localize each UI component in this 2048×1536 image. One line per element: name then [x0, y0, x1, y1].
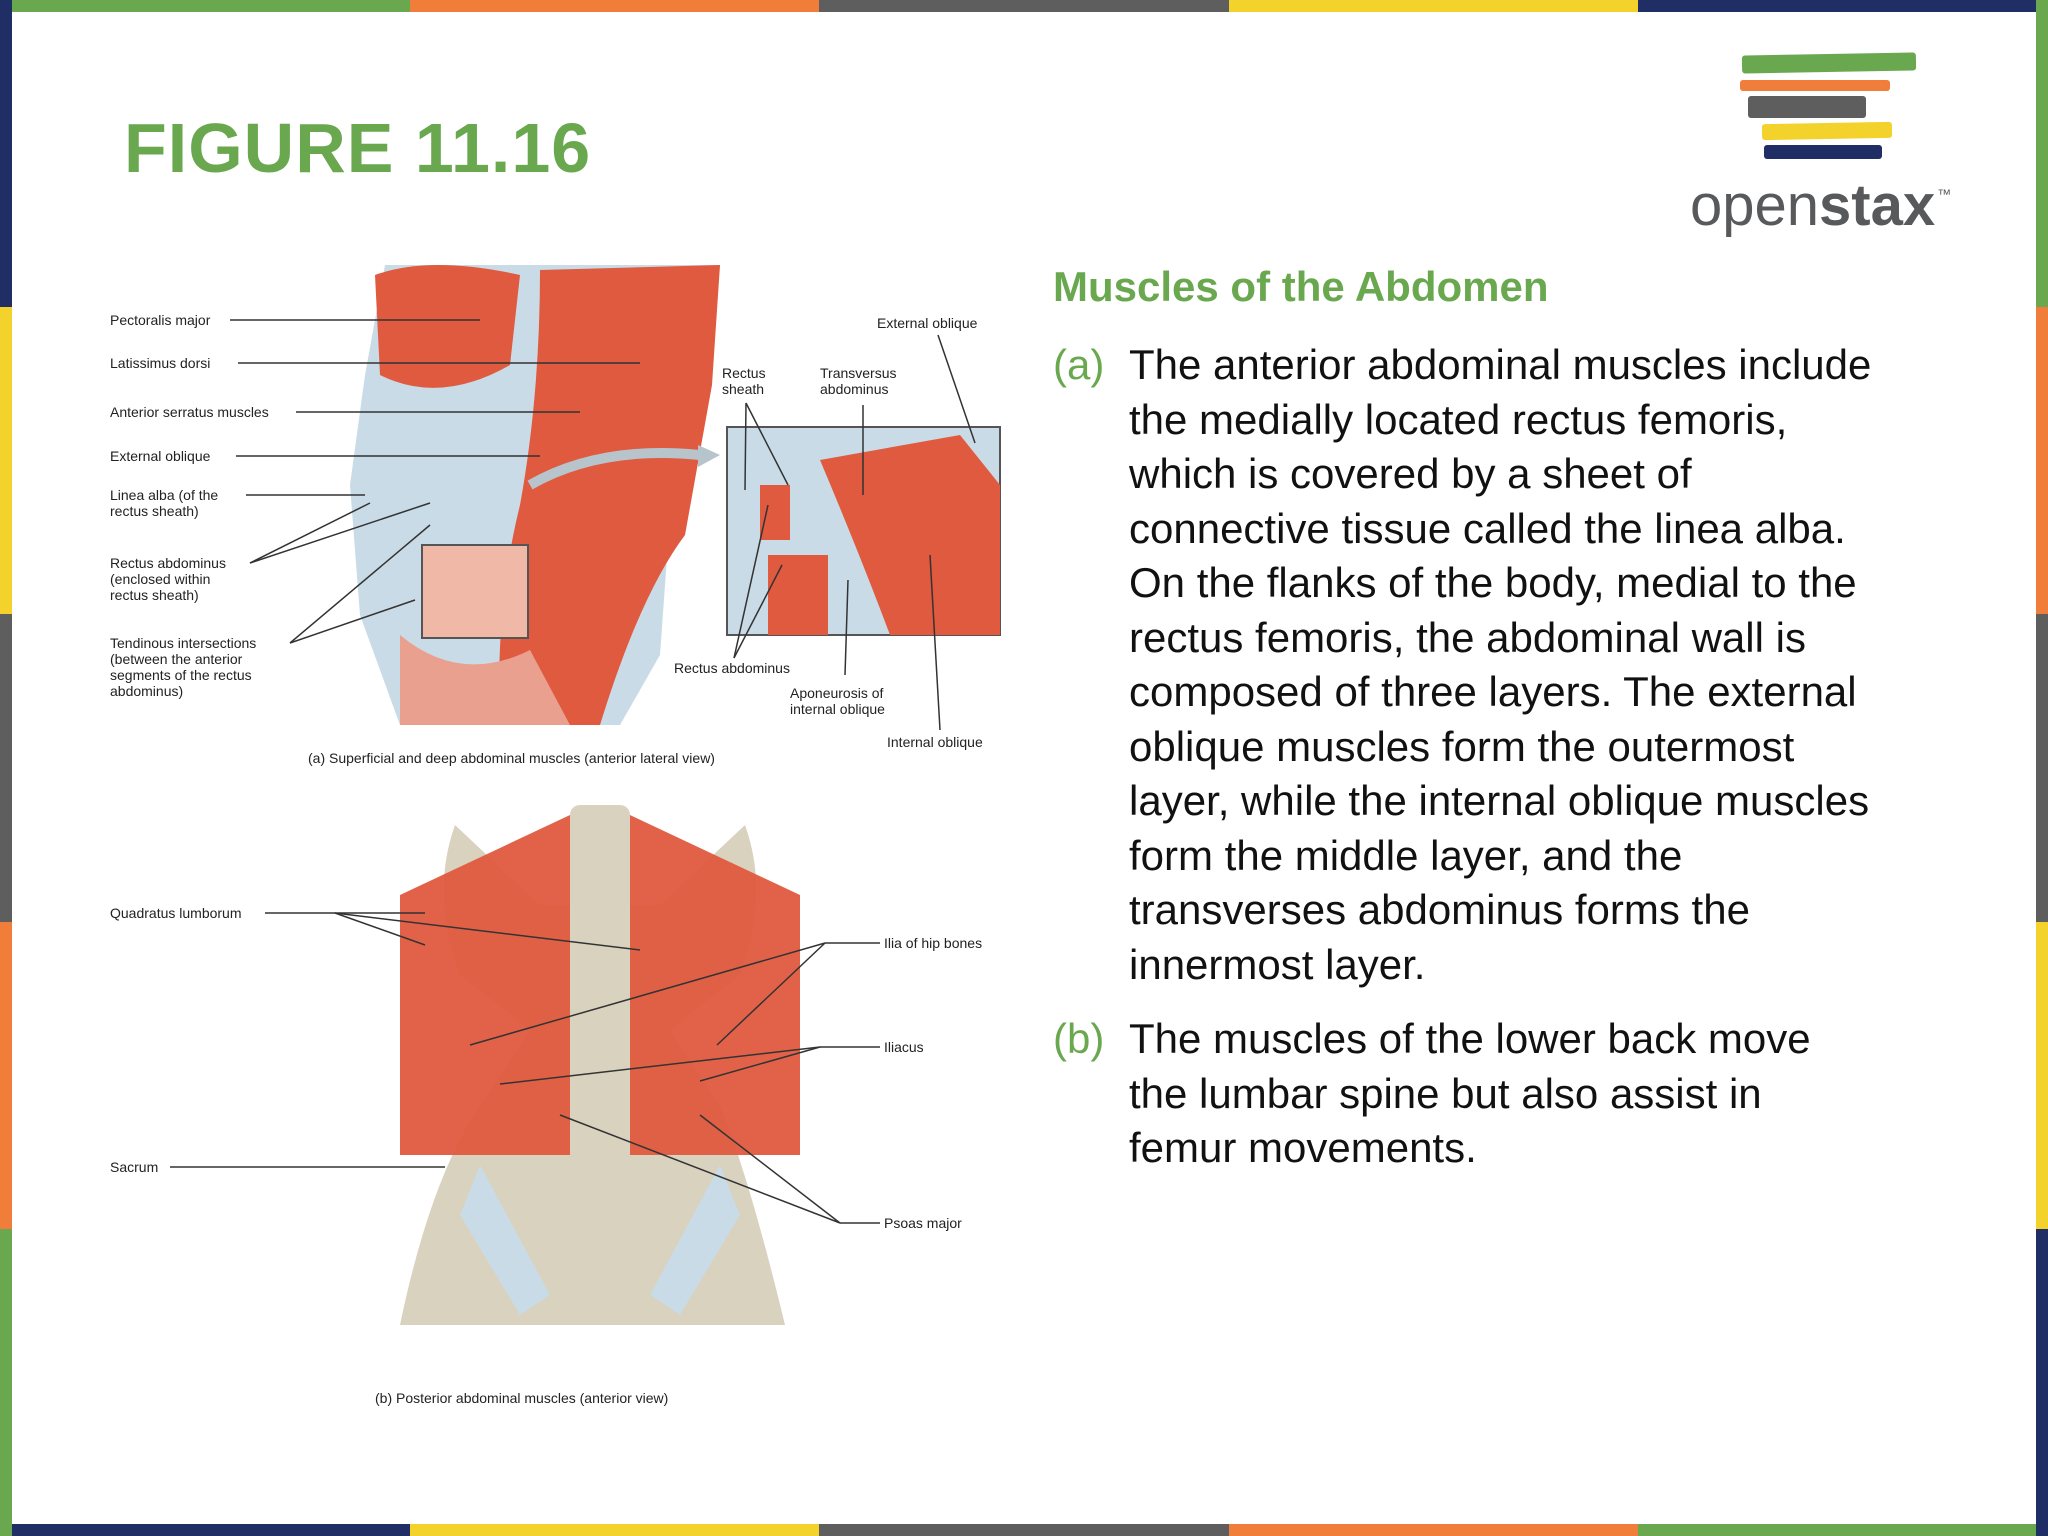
border-segment	[1638, 1524, 2048, 1536]
label-aponeurosis: Aponeurosis of internal oblique	[790, 685, 885, 717]
item-marker: (a)	[1053, 341, 1105, 388]
right-color-border	[2036, 0, 2048, 1536]
panel-a-leader-lines	[230, 319, 976, 731]
border-segment	[819, 0, 1229, 12]
label-quadratus-lumborum: Quadratus lumborum	[110, 905, 242, 921]
label-line: abdominus)	[110, 683, 184, 699]
label-line: rectus sheath)	[110, 587, 199, 603]
label-external-oblique-left: External oblique	[110, 448, 211, 464]
label-line: sheath	[722, 381, 765, 397]
border-segment	[819, 1524, 1229, 1536]
logo-trademark: ™	[1937, 186, 1952, 202]
border-segment	[0, 307, 12, 615]
label-pectoralis-major: Pectoralis major	[110, 312, 211, 328]
label-line: Linea alba (of the	[110, 487, 219, 503]
item-marker: (b)	[1053, 1015, 1105, 1062]
description-item-b: (b) The muscles of the lower back move t…	[1053, 1012, 1963, 1176]
label-line: rectus sheath)	[110, 503, 199, 519]
label-line: internal oblique	[790, 701, 885, 717]
anatomy-illustration	[170, 265, 1001, 1325]
border-segment	[2036, 1228, 2048, 1536]
label-line: Rectus abdominus	[110, 555, 226, 571]
figure-description: Muscles of the Abdomen (a) The anterior …	[1053, 262, 1963, 1196]
label-line: (enclosed within	[110, 571, 211, 587]
label-ilia-of-hip-bones: Ilia of hip bones	[884, 935, 983, 951]
anatomy-figure: Pectoralis major Latissimus dorsi Anteri…	[100, 255, 1010, 1415]
border-segment	[2036, 307, 2048, 615]
panel-b-leader-lines	[170, 912, 880, 1224]
label-psoas-major: Psoas major	[884, 1215, 962, 1231]
caption-panel-a: (a) Superficial and deep abdominal muscl…	[308, 750, 715, 766]
border-segment	[0, 0, 410, 12]
label-transversus-abdominus: Transversus abdominus	[820, 365, 897, 397]
detail-box	[421, 544, 529, 639]
label-line: (between the anterior	[110, 651, 243, 667]
label-iliacus: Iliacus	[884, 1039, 924, 1055]
label-linea-alba: Linea alba (of the rectus sheath)	[110, 487, 218, 519]
label-line: abdominus	[820, 381, 889, 397]
label-rectus-abdominus-inset: Rectus abdominus	[674, 660, 790, 676]
bottom-color-border	[0, 1524, 2048, 1536]
border-segment	[0, 614, 12, 922]
label-external-oblique-right: External oblique	[877, 315, 978, 331]
label-rectus-abdominus: Rectus abdominus (enclosed within rectus…	[110, 555, 226, 603]
label-line: segments of the rectus	[110, 667, 252, 683]
label-anterior-serratus: Anterior serratus muscles	[110, 404, 269, 420]
label-rectus-sheath: Rectus sheath	[722, 365, 766, 397]
border-segment	[409, 0, 820, 12]
border-segment	[409, 1524, 820, 1536]
border-segment	[1228, 0, 1639, 12]
book-stack-icon	[1740, 52, 1917, 159]
border-segment	[0, 921, 12, 1229]
border-segment	[2036, 921, 2048, 1229]
logo-text-open: open	[1690, 173, 1820, 238]
item-text: The muscles of the lower back move the l…	[1129, 1015, 1811, 1171]
label-latissimus-dorsi: Latissimus dorsi	[110, 355, 211, 371]
torso-illustration	[350, 265, 720, 725]
section-heading: Muscles of the Abdomen	[1053, 263, 1549, 310]
label-internal-oblique: Internal oblique	[887, 734, 983, 750]
item-text: The anterior abdominal muscles include t…	[1129, 341, 1872, 988]
label-sacrum: Sacrum	[110, 1159, 159, 1175]
caption-panel-b: (b) Posterior abdominal muscles (anterio…	[375, 1390, 669, 1406]
top-color-border	[0, 0, 2048, 12]
left-color-border	[0, 0, 12, 1536]
border-segment	[0, 1524, 410, 1536]
label-line: Aponeurosis of	[790, 685, 884, 701]
border-segment	[1228, 1524, 1639, 1536]
description-item-a: (a) The anterior abdominal muscles inclu…	[1053, 338, 1963, 992]
label-line: Transversus	[820, 365, 897, 381]
pelvis-illustration	[400, 805, 800, 1325]
logo-text-stax: stax	[1819, 173, 1936, 238]
border-segment	[1638, 0, 2048, 12]
border-segment	[2036, 0, 2048, 308]
border-segment	[0, 1228, 12, 1536]
label-line: Tendinous intersections	[110, 635, 257, 651]
border-segment	[2036, 614, 2048, 922]
label-tendinous-intersections: Tendinous intersections (between the ant…	[110, 635, 256, 699]
figure-title: FIGURE 11.16	[124, 109, 592, 187]
border-segment	[0, 0, 12, 308]
label-line: Rectus	[722, 365, 766, 381]
